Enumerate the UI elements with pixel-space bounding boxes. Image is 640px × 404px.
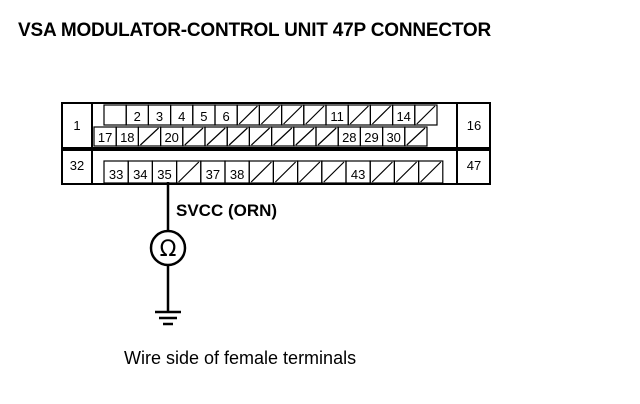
row3-blank-cavity (274, 161, 297, 183)
row2-blank-cavity (295, 127, 315, 146)
row1-blank-cavity (283, 105, 303, 125)
row2-cell (404, 126, 428, 147)
pin-43: 43 (351, 167, 365, 182)
row3-blank-cavity (371, 161, 393, 183)
row1-cell (414, 104, 438, 126)
row3-blank-cavity (420, 161, 442, 183)
pin-14: 14 (396, 109, 410, 124)
row3-blank-cavity (395, 161, 418, 183)
pin-29: 29 (364, 130, 378, 145)
row3-blank-cavity (299, 161, 321, 183)
row3-cell (418, 160, 444, 184)
pin-16: 16 (467, 118, 481, 133)
lower-housing (61, 149, 491, 185)
pin-20: 20 (164, 130, 178, 145)
pin-3: 3 (156, 109, 163, 124)
pin-28: 28 (342, 130, 356, 145)
pin-2: 2 (134, 109, 141, 124)
ohmmeter-icon: Ω (149, 229, 187, 267)
connector-body (61, 102, 491, 185)
pin-38: 38 (230, 167, 244, 182)
pin-11: 11 (330, 109, 344, 124)
row2-blank-cavity (406, 127, 426, 146)
row2-blank-cavity (273, 127, 293, 146)
pin-4: 4 (178, 109, 185, 124)
pin-30: 30 (386, 130, 400, 145)
ground-icon (155, 310, 181, 326)
pin-35: 35 (157, 167, 171, 182)
row2-blank-cavity (206, 127, 226, 146)
row1-blank-cavity (238, 105, 258, 125)
row1-blank-cavity (416, 105, 436, 125)
wire-label: SVCC (ORN) (176, 201, 277, 220)
upper-housing (61, 102, 491, 149)
pin-32: 32 (70, 158, 84, 173)
pin-34: 34 (133, 167, 147, 182)
pin-1: 1 (73, 118, 80, 133)
pin-17: 17 (98, 130, 112, 145)
row3-blank-cavity (178, 161, 200, 183)
pin-5: 5 (200, 109, 207, 124)
pin-47: 47 (467, 158, 481, 173)
row1-cell (103, 104, 127, 126)
svg-text:Ω: Ω (160, 237, 177, 262)
caption: Wire side of female terminals (124, 348, 356, 368)
row2-blank-cavity (184, 127, 204, 146)
row1-blank-cavity (305, 105, 325, 125)
row2-blank-cavity (250, 127, 271, 146)
pin-6: 6 (222, 109, 229, 124)
pin-37: 37 (206, 167, 220, 182)
pin-33: 33 (109, 167, 123, 182)
row2-blank-cavity (139, 127, 160, 146)
diagram-title: VSA MODULATOR-CONTROL UNIT 47P CONNECTOR (18, 20, 492, 41)
row3-blank-cavity (250, 161, 272, 183)
row2-blank-cavity (317, 127, 337, 146)
row3-blank-cavity (323, 161, 345, 183)
row2-blank-cavity (228, 127, 248, 146)
row1-blank-cavity (349, 105, 369, 125)
row1-blank-cavity (371, 105, 392, 125)
row1-blank-cavity (260, 105, 281, 125)
pin-18: 18 (120, 130, 134, 145)
